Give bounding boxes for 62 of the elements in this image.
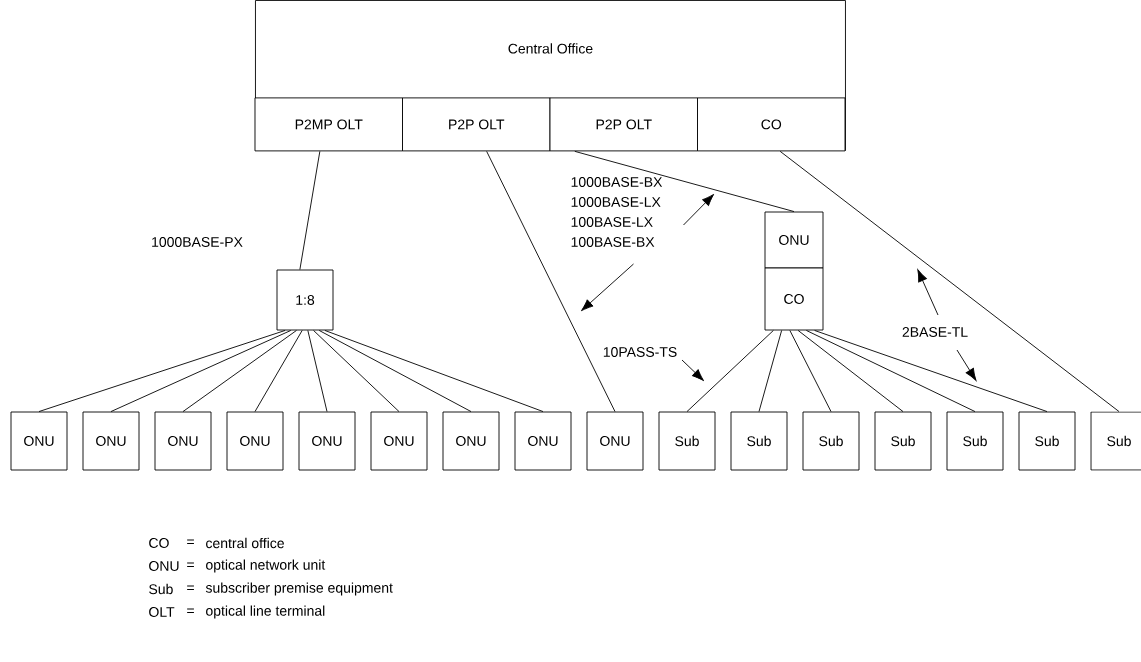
legend-definition: central office xyxy=(206,537,284,549)
connection-line xyxy=(797,330,904,412)
equals-sign: = xyxy=(187,562,194,568)
connection-line xyxy=(805,330,976,412)
leader-line xyxy=(683,193,715,226)
cable-type-label: 10PASS-TS xyxy=(603,347,677,357)
equals-sign: = xyxy=(187,585,194,591)
connection-line xyxy=(110,330,292,412)
terminal-box: ONU xyxy=(514,411,572,471)
terminal-box: ONU xyxy=(154,411,212,471)
connection-line xyxy=(779,150,1120,412)
terminal-box: ONU xyxy=(370,411,428,471)
connection-line xyxy=(38,330,286,412)
legend-term: Sub xyxy=(149,583,173,595)
connection-line xyxy=(307,330,328,412)
port-cell: P2MP OLT xyxy=(254,97,403,152)
equipment-box: CO xyxy=(764,267,824,331)
terminal-box: Sub xyxy=(1018,411,1076,471)
connection-line xyxy=(313,330,400,412)
port-cell: P2P OLT xyxy=(549,97,698,152)
connection-line xyxy=(574,150,795,212)
terminal-box: Sub xyxy=(874,411,932,471)
terminal-box: ONU xyxy=(82,411,140,471)
terminal-box: Sub xyxy=(802,411,860,471)
terminal-box: Sub xyxy=(946,411,1004,471)
legend-definition: optical line terminal xyxy=(206,605,325,619)
connection-line xyxy=(686,330,774,412)
terminal-box: ONU xyxy=(10,411,68,471)
connection-line xyxy=(814,330,1048,412)
leader-line xyxy=(581,263,634,312)
connection-line xyxy=(324,330,544,412)
legend-definition: optical network unit xyxy=(206,559,326,573)
terminal-box: ONU xyxy=(442,411,500,471)
cable-type-label: 2BASE-TL xyxy=(902,327,968,337)
leader-line xyxy=(956,349,977,381)
port-cell: CO xyxy=(697,97,846,152)
connection-line xyxy=(299,150,321,270)
leader-line xyxy=(681,359,705,382)
legend-term: CO xyxy=(149,538,169,548)
connection-line xyxy=(182,330,297,412)
connection-line xyxy=(318,330,472,412)
equipment-box: ONU xyxy=(764,211,824,269)
leader-line xyxy=(917,269,939,316)
terminal-box: Sub xyxy=(658,411,716,471)
connection-line xyxy=(486,150,616,412)
legend-term: ONU xyxy=(149,561,179,571)
equals-sign: = xyxy=(187,539,194,545)
terminal-box: ONU xyxy=(586,411,644,471)
terminal-box: ONU xyxy=(226,411,284,471)
terminal-box: ONU xyxy=(298,411,356,471)
splitter-box: 1:8 xyxy=(276,269,334,331)
connection-line xyxy=(758,330,783,412)
terminal-box: Sub xyxy=(730,411,788,471)
cable-type-label: 1000BASE-BX 1000BASE-LX 100BASE-LX 100BASE-BX xyxy=(571,177,663,247)
terminal-box: Sub xyxy=(1090,411,1141,471)
cable-type-label: 1000BASE-PX xyxy=(152,237,243,247)
equals-sign: = xyxy=(187,608,194,614)
connection-line xyxy=(254,330,303,412)
port-cell: P2P OLT xyxy=(402,97,551,152)
connection-line xyxy=(789,330,832,412)
legend-definition: subscriber premise equipment xyxy=(205,582,393,596)
legend-term: OLT xyxy=(149,607,175,617)
